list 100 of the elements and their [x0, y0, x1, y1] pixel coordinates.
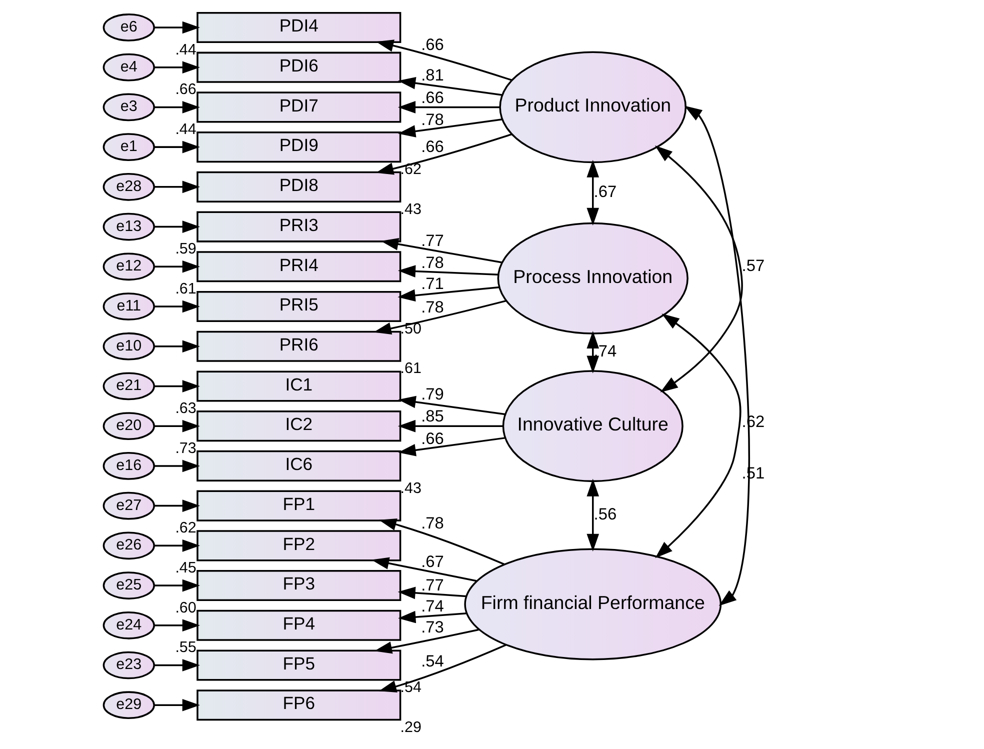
arrow [154, 579, 200, 592]
node-ellipse: e29 [102, 691, 154, 720]
node-ellipse: e23 [102, 651, 154, 680]
node-box: PRI3 [196, 211, 401, 242]
node-ellipse: e25 [102, 572, 154, 600]
node-ellipse: e13 [102, 212, 154, 241]
edge-label: .56 [593, 506, 616, 524]
edge-label: .85 [420, 408, 444, 426]
arrow [154, 140, 200, 154]
edge-label: .74 [420, 598, 444, 616]
edge-label: .66 [420, 36, 444, 54]
node-ellipse: e10 [102, 332, 154, 360]
arrow [154, 300, 200, 313]
arrow [154, 659, 200, 672]
node-box: PRI4 [196, 251, 401, 282]
node-label: .55 [174, 639, 196, 656]
arrow [154, 698, 200, 712]
node-label: .63 [174, 400, 196, 418]
node-ellipse: e4 [102, 53, 154, 82]
node-label: .59 [174, 240, 196, 258]
node-box: FP2 [196, 530, 401, 562]
arrow [397, 286, 499, 302]
node-ellipse: Firm financial Performance [464, 548, 722, 660]
arrow [380, 238, 502, 264]
node-box: FP1 [196, 490, 401, 522]
node-label: .66 [174, 81, 196, 98]
node-ellipse: e12 [102, 252, 154, 281]
arrow [154, 460, 200, 472]
arrow [154, 260, 200, 273]
node-ellipse: Innovative Culture [502, 370, 683, 482]
node-label: .43 [400, 200, 421, 218]
arrow [398, 396, 505, 416]
arrow [654, 314, 741, 558]
edge-label: .57 [741, 256, 764, 275]
node-box: FP4 [196, 610, 401, 641]
arrow [154, 420, 200, 432]
edge-label: .77 [420, 232, 444, 250]
arrow [397, 118, 502, 138]
node-box: PRI6 [196, 330, 401, 362]
edge-label: .71 [420, 275, 444, 294]
node-box: IC1 [196, 370, 401, 402]
node-ellipse: e6 [102, 14, 154, 42]
edge-label: .81 [420, 66, 444, 84]
arrow [154, 21, 200, 34]
edge-label: .78 [420, 111, 444, 130]
node-box: PDI6 [196, 52, 401, 83]
edge-label: .66 [420, 88, 444, 107]
node-box: FP3 [196, 570, 401, 602]
node-box: IC2 [196, 410, 401, 442]
arrow [654, 145, 742, 392]
edge-label: .78 [420, 298, 444, 317]
node-box: PDI9 [196, 132, 401, 163]
arrow [154, 340, 200, 353]
node-box: FP5 [196, 650, 401, 681]
arrow [154, 540, 200, 552]
edge-label: .79 [420, 385, 444, 404]
edge-label: .74 [593, 342, 616, 361]
arrow [378, 644, 506, 692]
arrow [154, 180, 200, 194]
arrow [375, 40, 512, 81]
arrow [373, 300, 506, 335]
arrow [397, 101, 500, 114]
node-label: .73 [174, 440, 196, 457]
node-box: IC6 [196, 450, 401, 482]
node-ellipse: e1 [102, 133, 154, 161]
arrow [154, 220, 200, 233]
node-label: .43 [400, 480, 421, 497]
node-label: .44 [174, 121, 196, 138]
node-ellipse: e20 [102, 412, 154, 440]
arrow [398, 437, 505, 456]
arrow [154, 380, 200, 392]
arrow [586, 330, 599, 374]
node-box: PDI7 [196, 92, 401, 123]
node-label: .44 [174, 41, 196, 58]
arrow [586, 160, 599, 226]
edge-label: .77 [420, 576, 444, 594]
arrow [370, 557, 476, 582]
edge-label: .54 [420, 652, 444, 671]
node-label: .29 [400, 718, 421, 736]
arrow [154, 500, 200, 512]
arrow [375, 133, 512, 175]
arrow [586, 478, 599, 552]
node-label: .61 [400, 360, 421, 378]
node-box: PDI8 [196, 171, 401, 202]
node-ellipse: e27 [102, 492, 154, 520]
node-ellipse: e3 [102, 93, 154, 122]
arrow [374, 628, 479, 654]
arrow [397, 420, 502, 432]
edge-label: .73 [420, 618, 444, 637]
arrow [154, 61, 200, 74]
node-ellipse: e16 [102, 452, 154, 480]
arrow [378, 518, 504, 566]
node-box: FP6 [196, 690, 401, 721]
arrow [154, 101, 200, 114]
node-label: .62 [174, 520, 196, 537]
node-ellipse: Process Innovation [496, 222, 688, 334]
edge-label: .78 [420, 254, 444, 272]
node-ellipse: e24 [102, 611, 154, 640]
edge-label: .67 [420, 553, 444, 572]
arrow [397, 586, 466, 600]
